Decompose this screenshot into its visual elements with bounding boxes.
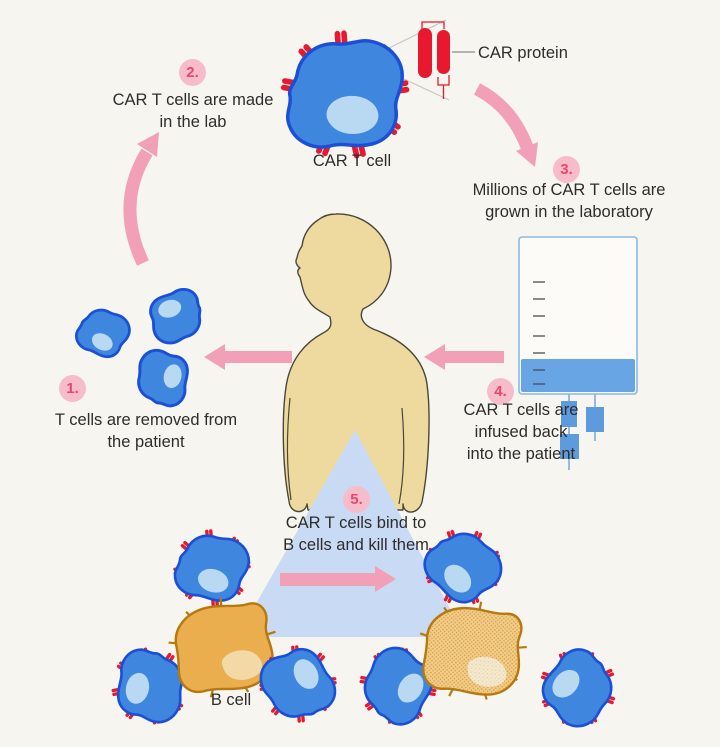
curved-arrow-step1-to-step2 xyxy=(123,132,159,266)
iv-bag xyxy=(518,236,638,470)
arrow-remove-t-cells xyxy=(204,344,292,370)
t-cell xyxy=(149,288,202,345)
t-cell xyxy=(75,308,131,359)
car-t-cell xyxy=(259,645,337,723)
step-2-number: 2. xyxy=(179,59,206,86)
b-cell-dying xyxy=(419,601,527,700)
curved-arrow-step2-to-step3 xyxy=(473,83,538,167)
step-4-text: CAR T cells are infused back into the pa… xyxy=(463,401,579,463)
iv-clamp xyxy=(561,401,577,427)
b-cell-label: B cell xyxy=(210,691,252,709)
cells-top-layer xyxy=(75,30,410,408)
car-t-cell xyxy=(111,647,189,725)
arrow-bind-kill xyxy=(280,566,396,592)
iv-scale-ticks xyxy=(533,281,545,385)
step-3-number: 3. xyxy=(553,156,580,183)
car-t-cell xyxy=(173,529,251,607)
step-4-number: 4. xyxy=(487,378,514,405)
zoom-line-upper xyxy=(384,19,447,51)
car-t-cell xyxy=(540,648,616,728)
car-t-cell xyxy=(423,529,503,605)
car-t-cell-large xyxy=(280,30,410,159)
step-5-number: 5. xyxy=(343,486,370,513)
iv-clamp xyxy=(560,434,579,459)
step-2-text: CAR T cells are made in the lab xyxy=(112,91,274,131)
step-5-text: CAR T cells bind to B cells and kill the… xyxy=(283,514,429,554)
iv-clamp xyxy=(586,407,604,432)
step-1-text: T cells are removed from the patient xyxy=(54,411,238,451)
iv-liquid xyxy=(521,359,635,392)
patient-body xyxy=(282,213,430,513)
arrow-infuse-back xyxy=(424,344,504,370)
cells-bottom-layer xyxy=(111,529,616,728)
car-t-cell-label: CAR T cell xyxy=(312,152,392,170)
step-3-text: Millions of CAR T cells are grown in the… xyxy=(472,181,666,221)
car-protein-icon xyxy=(418,21,475,99)
t-cell xyxy=(137,348,189,408)
step-1-number: 1. xyxy=(59,375,86,402)
b-cell xyxy=(168,597,276,698)
car-protein-label: CAR protein xyxy=(478,44,568,62)
